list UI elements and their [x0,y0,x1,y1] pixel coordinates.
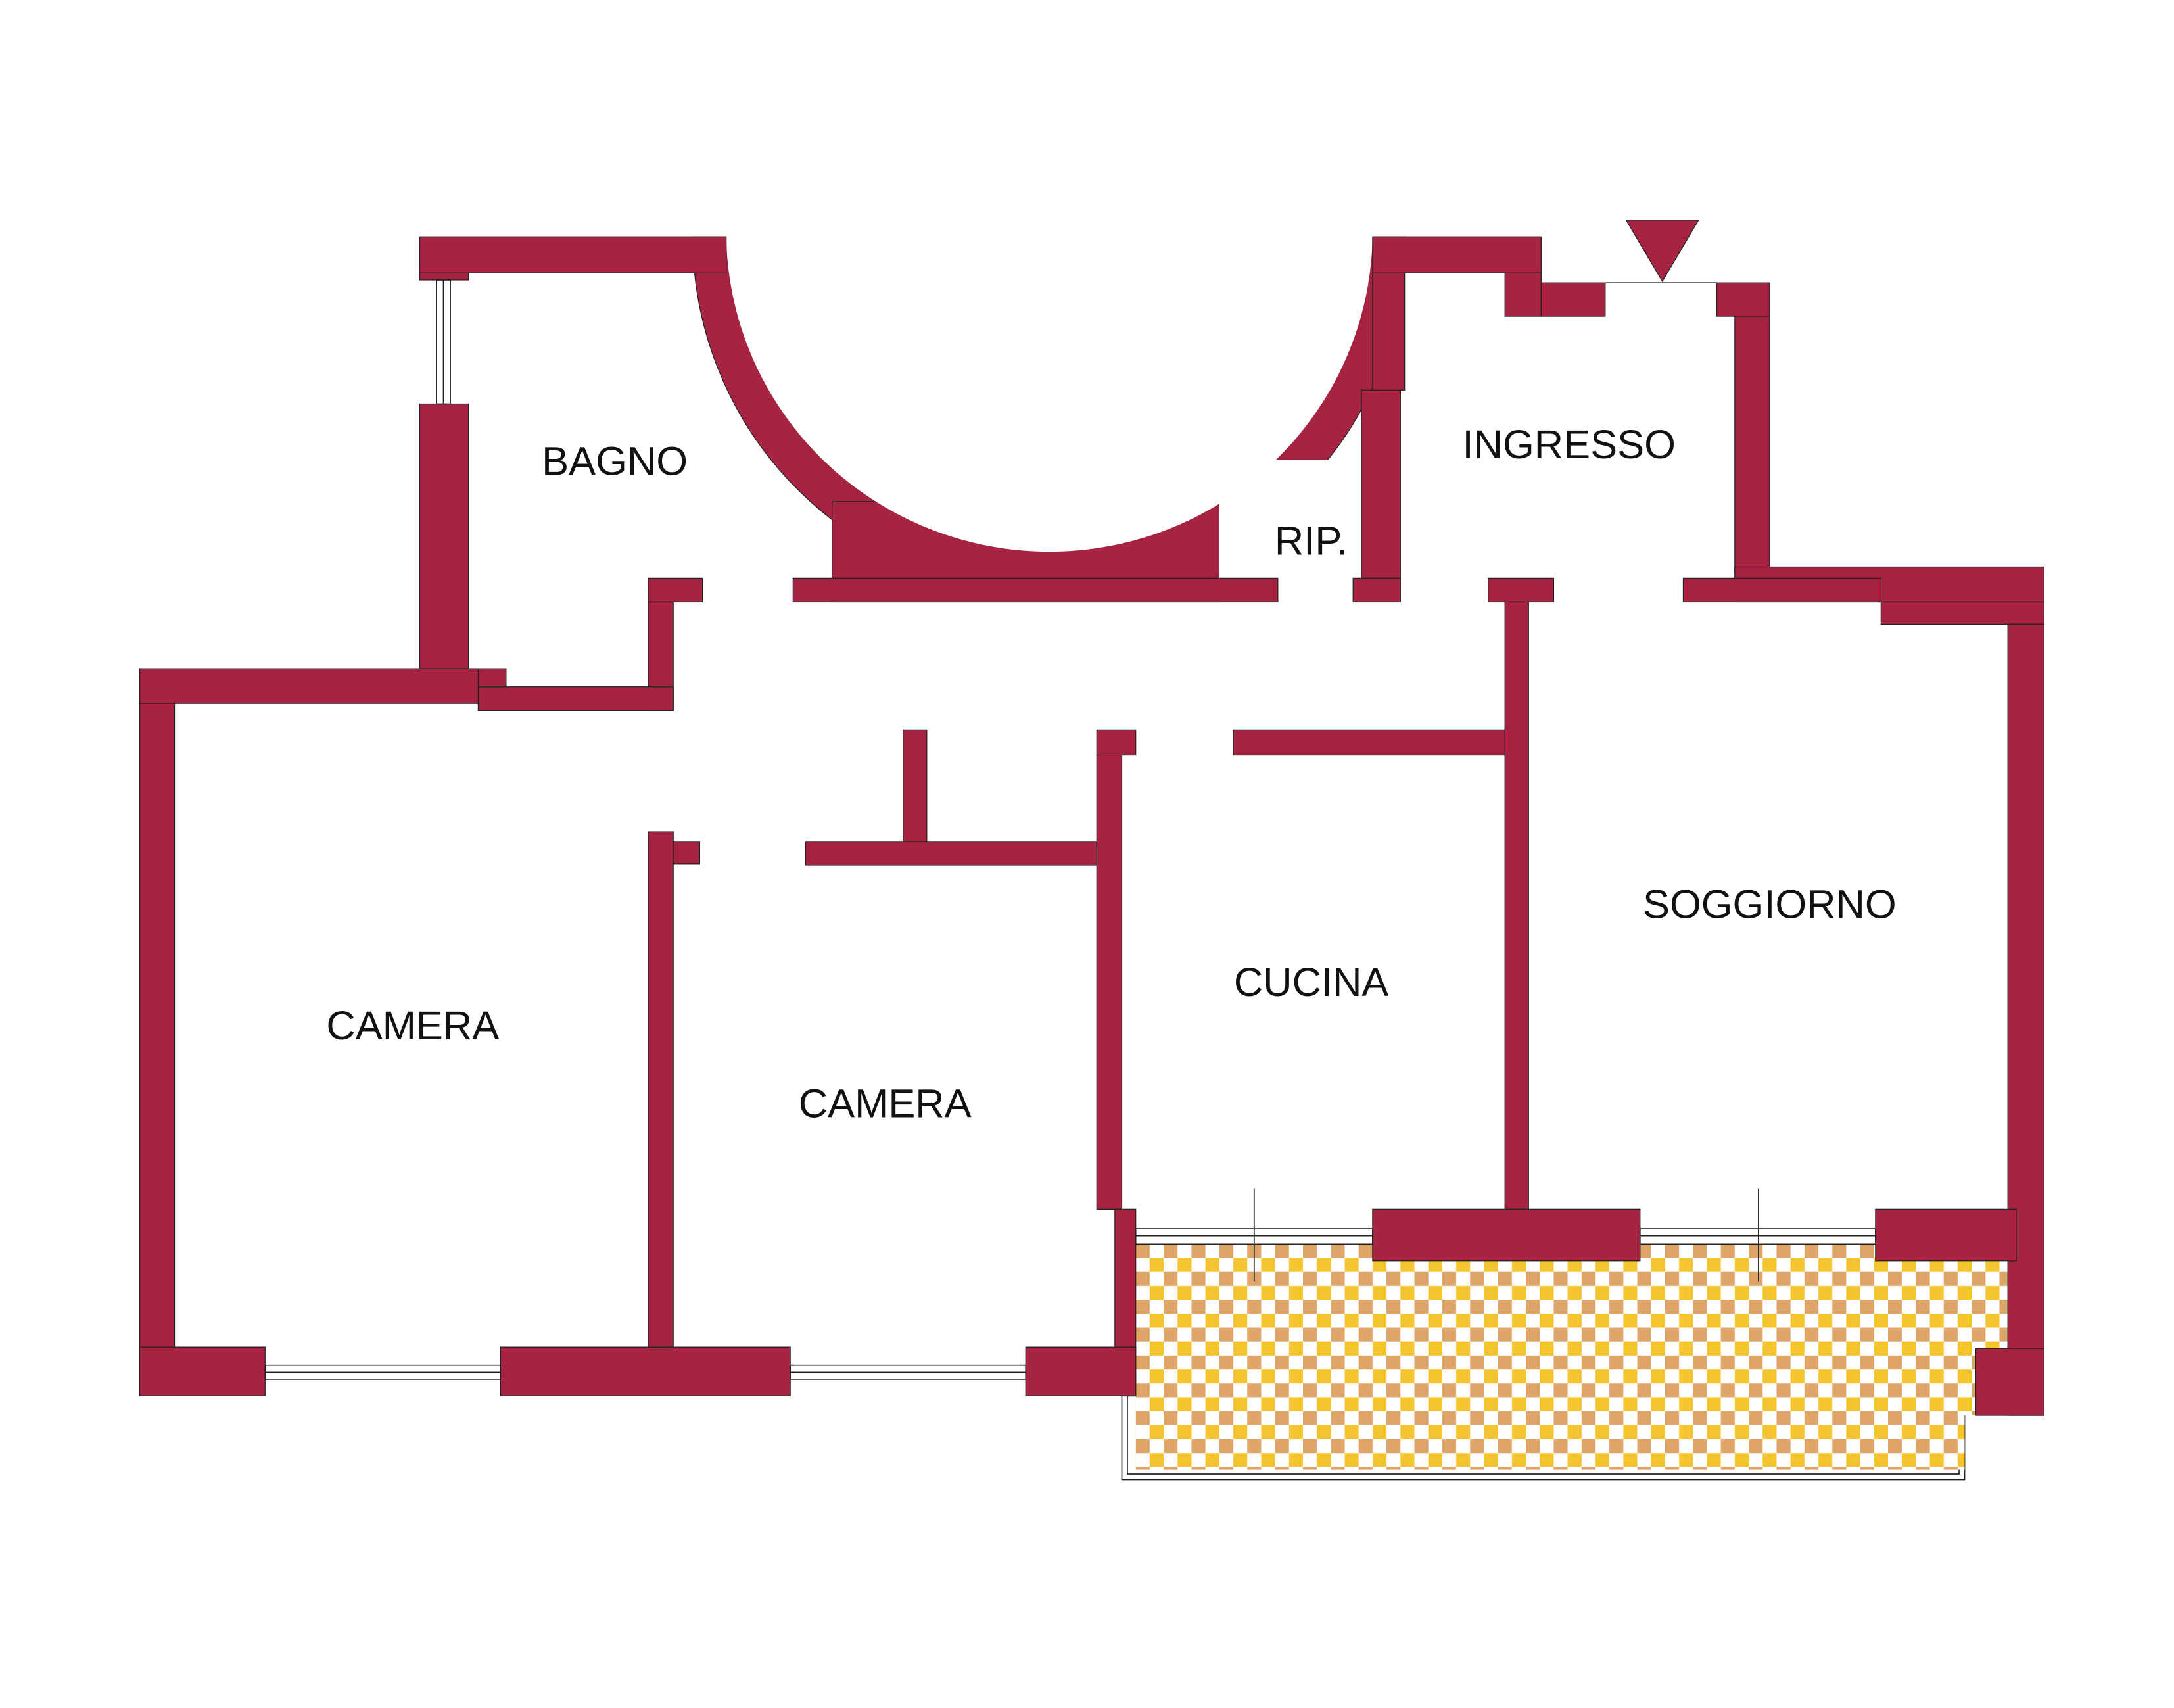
room-label-ripostiglio: RIP. [1275,518,1348,563]
entrance-arrow-icon [1625,220,1699,283]
room-label-bagno: BAGNO [542,439,688,485]
room-label-ingresso: INGRESSO [1463,422,1676,467]
room-label-camera-2: CAMERA [799,1081,972,1127]
balcony [1121,1244,2016,1481]
windows [264,279,1876,1380]
walls [139,236,2044,1416]
room-label-cucina: CUCINA [1234,960,1389,1005]
room-label-camera-1: CAMERA [326,1003,499,1049]
arc-wall [692,231,1407,613]
room-label-soggiorno: SOGGIORNO [1643,882,1897,927]
